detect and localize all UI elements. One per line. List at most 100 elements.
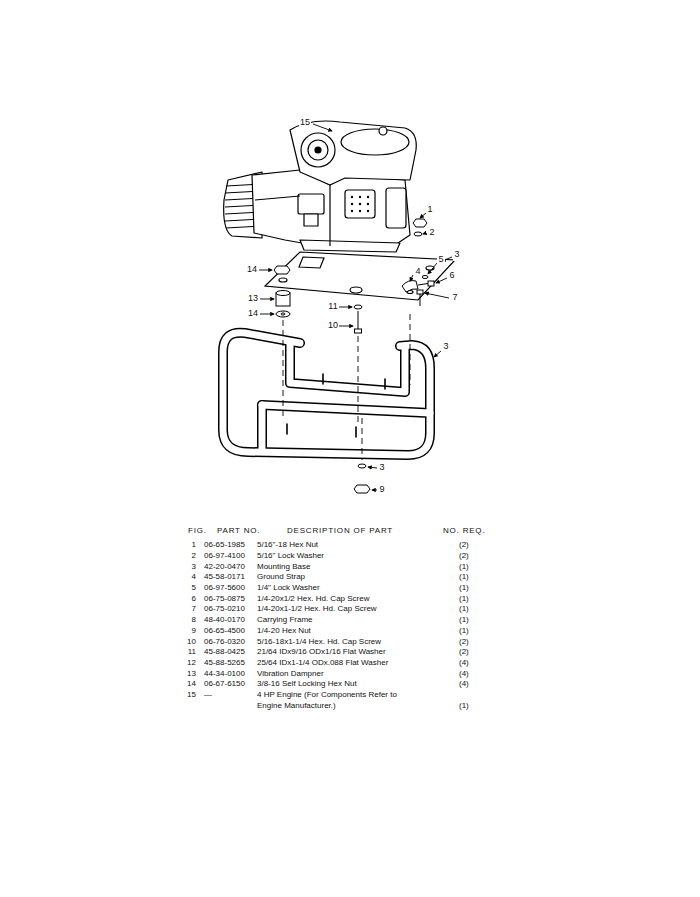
table-cell: (1) — [459, 594, 469, 605]
hardware — [402, 281, 418, 292]
engine — [301, 133, 335, 167]
callout-number: 14 — [246, 264, 258, 275]
table-cell: 06-65-1985 — [204, 540, 245, 551]
hardware — [276, 311, 290, 317]
table-cell: 12 — [187, 658, 196, 669]
table-cell: 1/4-20 Hex Nut — [257, 626, 311, 637]
callout-number: 1 — [426, 204, 433, 215]
leader-line — [434, 351, 441, 357]
leader-line — [372, 490, 377, 491]
hardware — [281, 313, 285, 315]
table-cell: 06-97-4100 — [204, 551, 245, 562]
table-cell: Ground Strap — [257, 572, 305, 583]
table-header: PART NO. — [217, 526, 260, 536]
table-header: DESCRIPTION OF PART — [287, 526, 393, 536]
mounting-base — [299, 257, 324, 268]
hardware — [413, 219, 427, 227]
engine — [345, 190, 375, 218]
callout-number: 9 — [378, 484, 385, 495]
mounting-base — [279, 278, 287, 282]
table-cell: (4) — [459, 679, 469, 690]
hardware — [418, 284, 428, 286]
table-cell: (1) — [459, 583, 469, 594]
leader-line — [428, 263, 437, 274]
callout-number: 2 — [428, 227, 435, 238]
engine — [351, 196, 369, 212]
table-cell: 3/8-16 Self Locking Hex Nut — [257, 679, 357, 690]
table-cell: 45-88-0425 — [204, 647, 245, 658]
table-cell: 5/16"-18 Hex Nut — [257, 540, 318, 551]
table-cell: 42-20-0470 — [204, 562, 245, 573]
callout-number: 4 — [414, 266, 421, 277]
table-cell: 14 — [187, 679, 196, 690]
leader-line — [436, 278, 447, 283]
callout-number: 3 — [378, 462, 385, 473]
carrying-frame — [384, 379, 386, 389]
table-cell: 2 — [192, 551, 196, 562]
leader-line — [260, 299, 274, 300]
hardware — [355, 329, 362, 333]
table-cell: 1/4-20x1/2 Hex. Hd. Cap Screw — [257, 594, 370, 605]
engine — [367, 196, 369, 198]
carrying-frame — [259, 405, 266, 450]
engine — [329, 185, 330, 246]
callout-number: 13 — [247, 293, 259, 304]
carrying-frame — [223, 333, 430, 455]
hardware — [417, 290, 423, 294]
engine — [300, 240, 400, 252]
engine — [315, 147, 321, 153]
callout-number: 15 — [299, 117, 311, 128]
table-cell: 7 — [192, 604, 196, 615]
assembly-line — [362, 418, 363, 460]
hardware — [422, 276, 428, 279]
leader-line — [339, 326, 353, 327]
table-cell: 11 — [188, 647, 196, 658]
engine — [386, 188, 406, 228]
hardware — [428, 281, 434, 286]
hardware — [274, 266, 290, 274]
table-cell: 25/64 IDx1-1/4 ODx.088 Flat Washer — [257, 658, 388, 669]
carrying-frame — [223, 333, 430, 455]
table-cell: 6 — [192, 594, 196, 605]
table-cell: (1) — [459, 572, 469, 583]
engine — [255, 196, 300, 200]
carrying-frame — [355, 427, 357, 437]
table-cell: (4) — [459, 658, 469, 669]
engine — [367, 203, 369, 205]
table-cell: 06-75-0875 — [204, 594, 245, 605]
table-cell: 06-67-6150 — [204, 679, 245, 690]
callout-number: 11 — [327, 301, 338, 312]
callout-number: 7 — [451, 292, 458, 303]
table-cell: 4 HP Engine (For Components Refer to Eng… — [257, 690, 423, 711]
table-cell: (2) — [459, 637, 469, 648]
carrying-frame — [223, 333, 430, 455]
leader-line — [259, 124, 452, 490]
table-header: NO. REQ. — [443, 526, 485, 536]
table-cell: — — [204, 690, 212, 701]
table-cell: 5 — [192, 583, 196, 594]
leader-line — [368, 467, 377, 468]
leader-line — [313, 124, 332, 131]
table-cell: 06-76-0320 — [204, 637, 245, 648]
table-cell: (4) — [459, 669, 469, 680]
carrying-frame — [257, 405, 267, 450]
table-header: FIG. — [188, 526, 207, 536]
engine — [359, 203, 361, 205]
leader-line — [339, 307, 352, 308]
engine — [359, 196, 361, 198]
engine — [351, 196, 353, 198]
carrying-frame — [262, 405, 430, 413]
engine — [298, 194, 324, 214]
table-cell: (2) — [459, 551, 469, 562]
table-cell: 9 — [192, 626, 196, 637]
table-cell: (1) — [459, 615, 469, 626]
hardware — [420, 293, 421, 306]
table-cell: 06-75-0210 — [204, 604, 245, 615]
carrying-frame — [286, 424, 288, 434]
table-cell: Vibration Dampner — [257, 669, 324, 680]
carrying-frame — [290, 343, 405, 392]
hardware — [414, 232, 422, 236]
table-cell: (2) — [459, 647, 469, 658]
table-cell: Mounting Base — [257, 562, 310, 573]
hardware — [358, 464, 366, 468]
